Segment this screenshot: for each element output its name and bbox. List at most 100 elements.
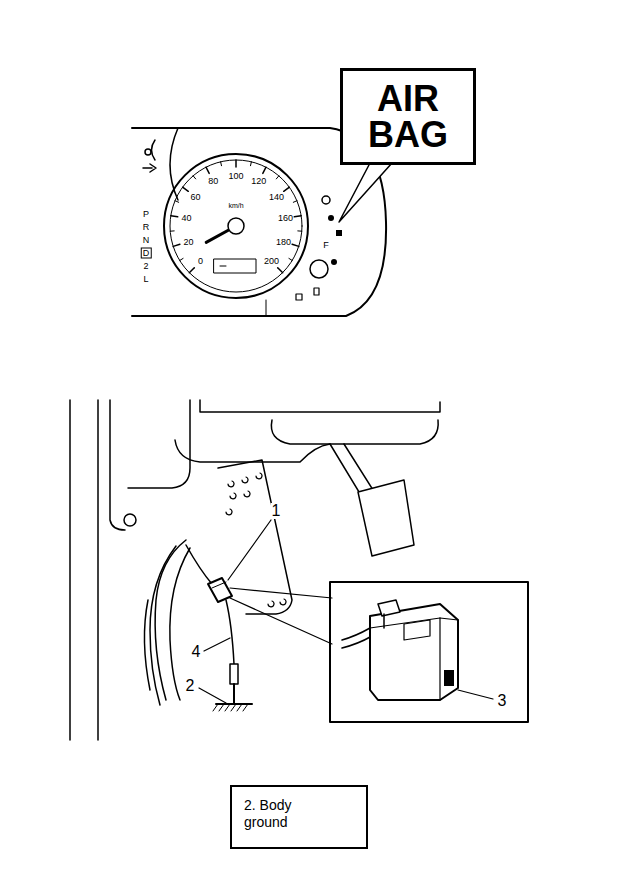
instrument-cluster-part [331, 259, 337, 265]
inset-view [330, 582, 528, 722]
gear-indicator: D [141, 248, 152, 259]
inset-leader-part [230, 598, 332, 644]
callout-number: 4 [191, 644, 202, 660]
speedometer-ticks-part [263, 167, 266, 173]
instrument-cluster-part [336, 230, 342, 236]
dashboard-area-part [271, 420, 438, 444]
speedometer-ticks-part [183, 187, 189, 191]
instrument-cluster-part [214, 259, 256, 273]
speedometer-ticks-part [298, 230, 302, 231]
speedometer-ticks-part [250, 162, 252, 166]
speed-scale-number: 40 [181, 214, 193, 223]
inset-leader [230, 588, 332, 644]
speed-unit: km/h [227, 202, 244, 209]
ground-wire [213, 600, 252, 711]
callout-number: 2 [185, 678, 196, 694]
speedometer-ticks [170, 160, 302, 273]
inset-view-part [378, 600, 400, 616]
dashboard-area-part [186, 545, 212, 584]
speedometer-ticks-part [171, 216, 178, 217]
dashboard-area-part [150, 546, 176, 705]
instrument-cluster-part [310, 260, 328, 278]
gear-indicator: R [142, 223, 151, 232]
inset-view-part [439, 618, 440, 700]
callout-leaders [199, 520, 493, 703]
fuel-mark: F [322, 241, 330, 250]
speedometer-ticks-part [292, 244, 299, 246]
connector-part [212, 582, 226, 588]
speedometer-ticks-part [235, 160, 237, 167]
box-text: 2. Body ground [244, 797, 316, 831]
instrument-cluster-part [322, 196, 330, 204]
speedometer-ticks-part [189, 268, 194, 273]
inset-view-part [370, 604, 458, 700]
dashboard-area-part [175, 440, 330, 462]
speedometer-ticks-part [220, 162, 222, 166]
speed-scale-number: 140 [268, 192, 285, 201]
legend-box: 2. Body ground [230, 785, 368, 849]
speedometer-ticks-part [175, 201, 179, 203]
instrument-cluster-part [314, 288, 319, 295]
callout-leaders-part [228, 520, 271, 580]
instrument-cluster-part [170, 160, 302, 292]
gear-indicator: N [142, 236, 151, 245]
speedometer-ticks-part [293, 201, 297, 203]
speed-scale-number: 120 [250, 177, 267, 186]
callout-pointer [339, 163, 392, 222]
callout-number: 1 [271, 503, 282, 519]
speedometer-ticks-part [170, 230, 174, 231]
instrument-cluster-part [266, 300, 267, 316]
speedometer-needle-part [228, 218, 244, 234]
callout-pointer-part [339, 163, 392, 222]
gear-indicator: 2 [142, 262, 149, 271]
ground-wire-part [213, 704, 248, 711]
dashboard-area-part [124, 514, 136, 526]
ground-wire-part [230, 664, 238, 684]
speedometer-ticks-part [180, 258, 183, 260]
speed-scale-number: 80 [207, 177, 219, 186]
connector-part [208, 578, 232, 602]
inset-view-part [404, 620, 430, 640]
speedometer-ticks-part [276, 176, 279, 179]
speedometer-ticks-part [206, 167, 209, 173]
inset-view-part [444, 670, 454, 686]
gear-indicator: L [142, 275, 149, 284]
speed-scale-number: 100 [227, 172, 244, 181]
connector [208, 578, 232, 602]
dashboard-area-part [128, 400, 190, 488]
speedometer-needle [206, 218, 244, 242]
speed-scale-number: 180 [275, 237, 292, 246]
inset-view-part [342, 628, 372, 648]
dashboard-area-part [144, 600, 150, 690]
instrument-cluster-part [152, 140, 156, 160]
dashboard-area-part [110, 400, 125, 530]
callout-number: 3 [497, 693, 508, 709]
instrument-cluster-part [296, 294, 302, 300]
dashboard-area-part [200, 400, 440, 412]
speed-scale-number: 60 [189, 192, 201, 201]
inset-leader-part [230, 588, 332, 598]
speed-scale-number: 0 [197, 257, 204, 266]
callout-box: AIR BAG [340, 68, 476, 165]
instrument-cluster-part [328, 215, 334, 221]
speedometer-ticks-part [289, 258, 292, 260]
speedometer-ticks-part [284, 187, 290, 191]
speed-scale-number: 200 [263, 257, 280, 266]
speed-scale-number: 20 [182, 237, 194, 246]
gear-indicator: P [142, 210, 150, 219]
inset-view-part [330, 582, 528, 722]
ground-wire-part [233, 684, 235, 704]
inset-view-part [440, 618, 458, 620]
instrument-cluster-part [164, 154, 308, 298]
speedometer-ticks-part [278, 268, 283, 273]
speedometer-ticks-part [173, 244, 180, 246]
speedometer-ticks-part [193, 176, 196, 179]
ground-wire-part [216, 703, 252, 705]
speed-scale-number: 160 [277, 214, 294, 223]
callout-leaders-part [204, 638, 230, 651]
instrument-cluster-part [145, 149, 151, 155]
dashboard-area-part [97, 400, 99, 740]
